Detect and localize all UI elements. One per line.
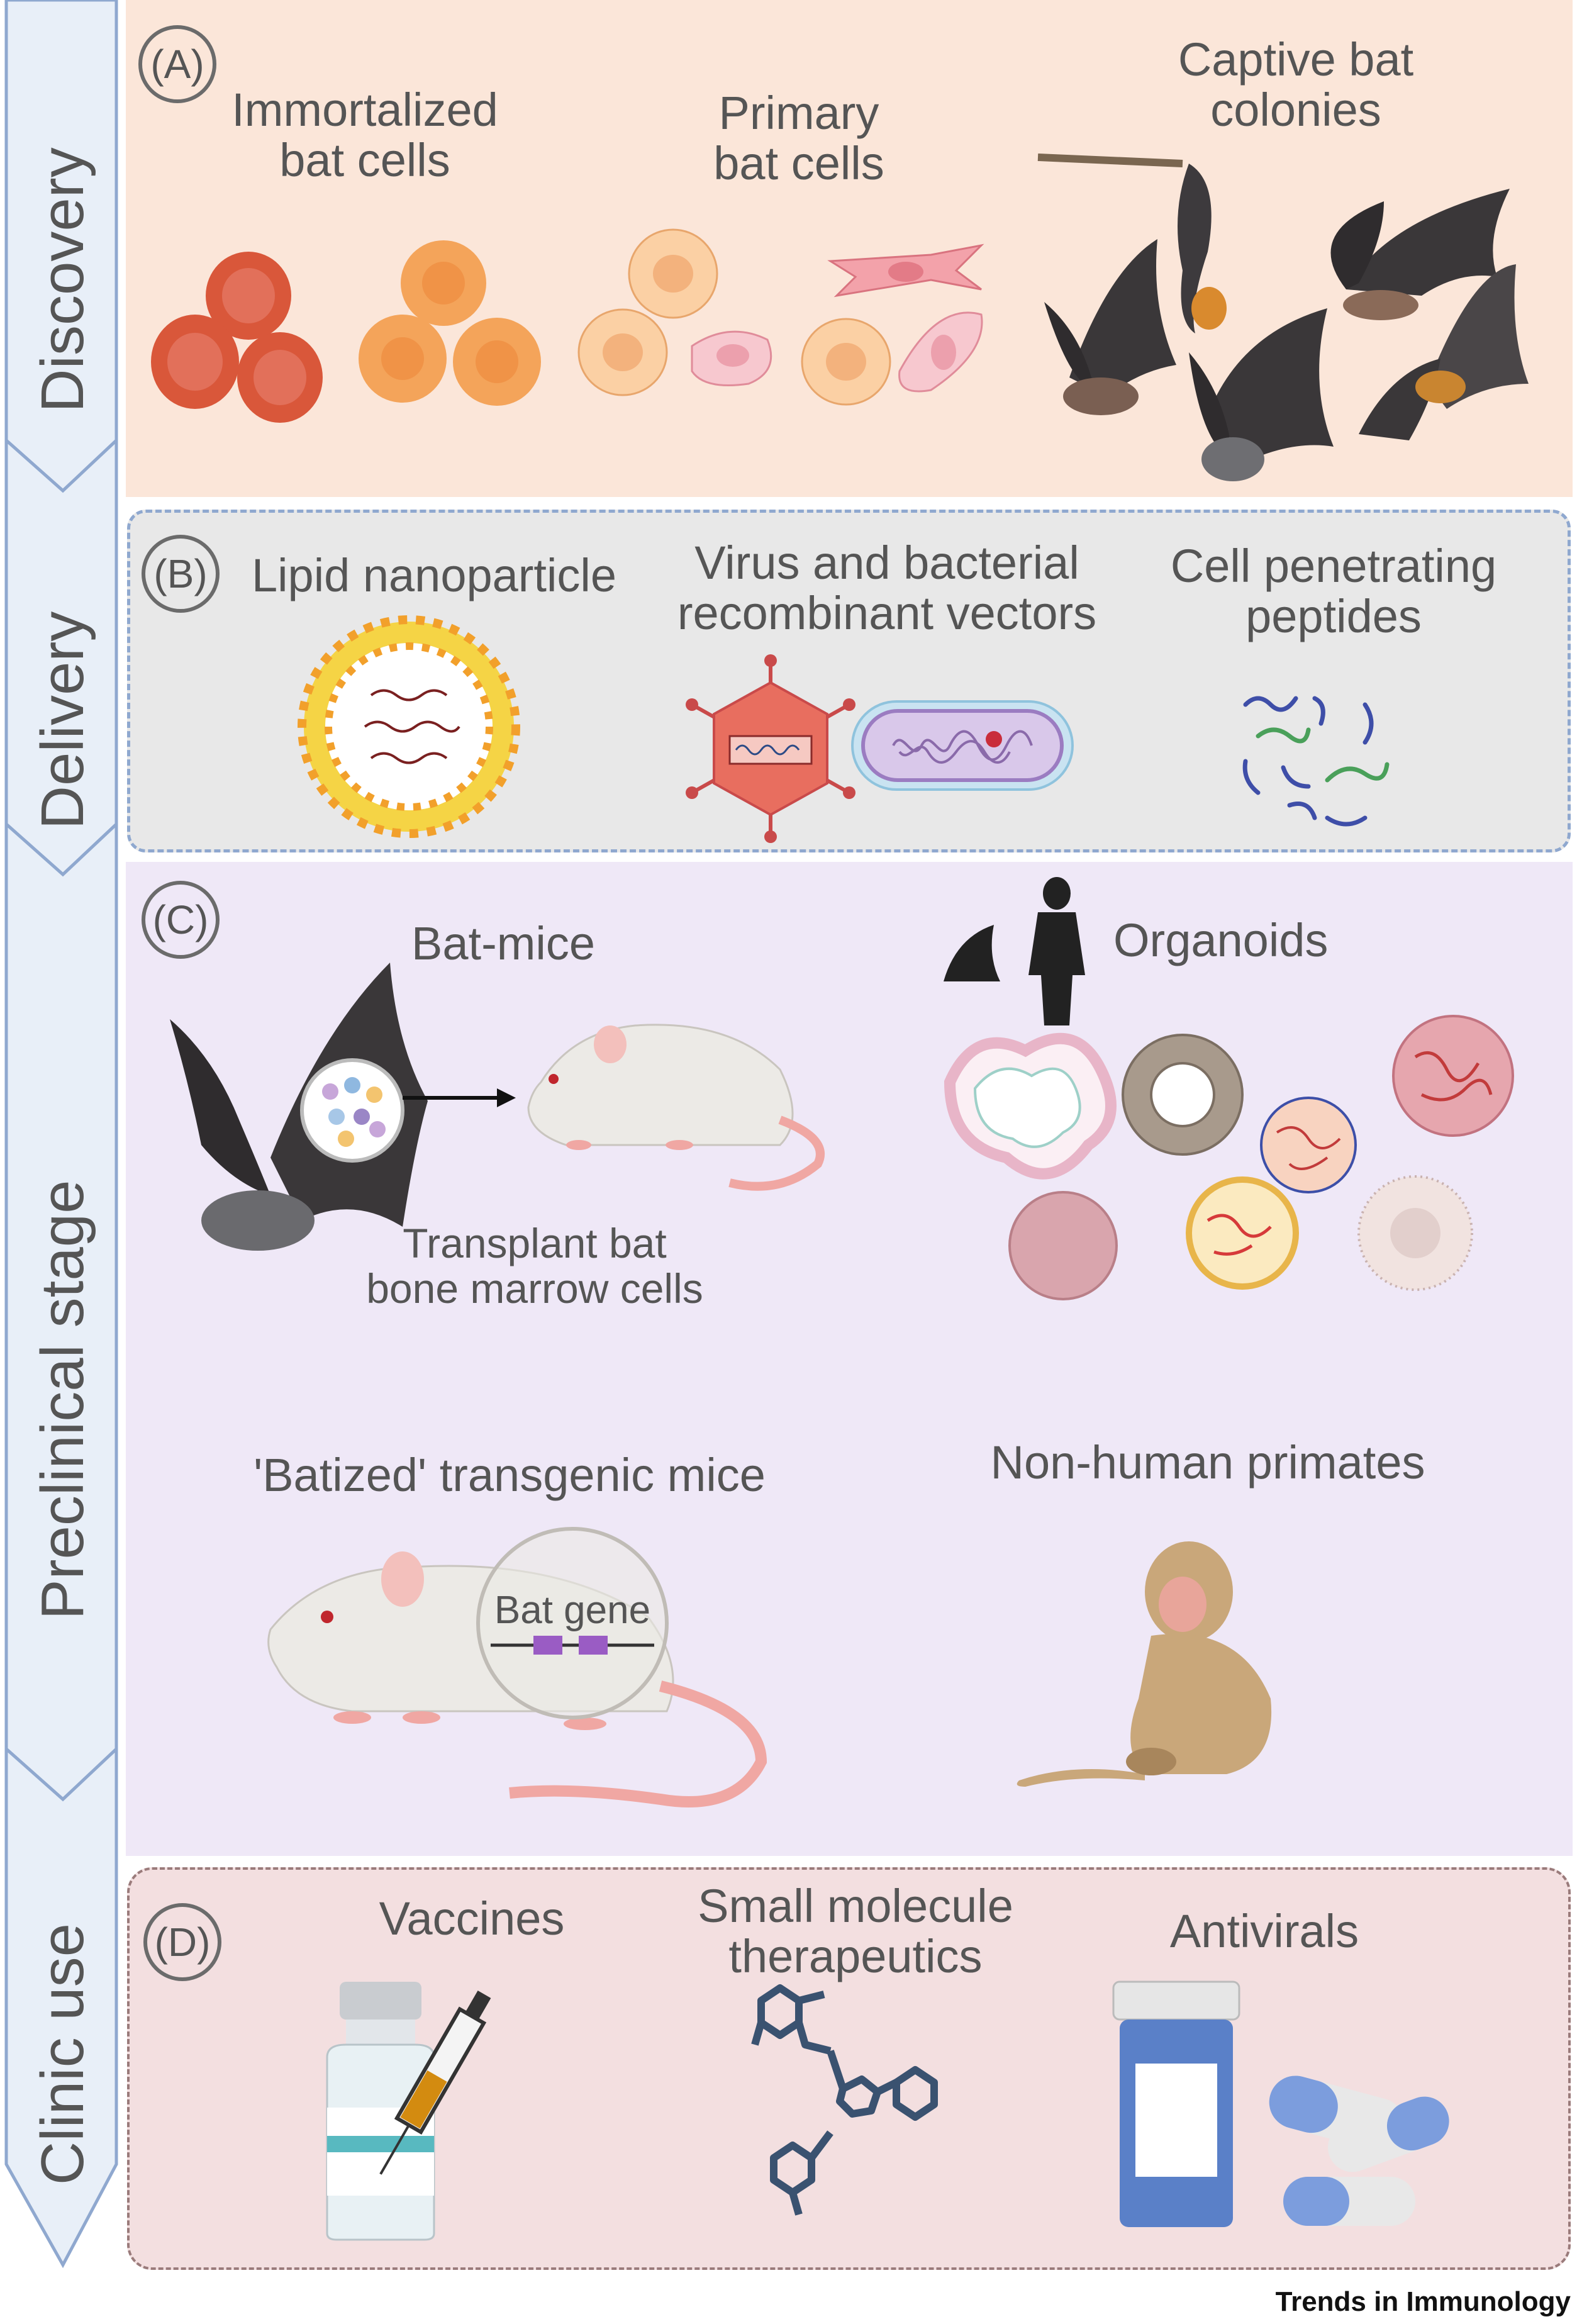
organoids-illustration: [944, 877, 1514, 1300]
transgenic-mouse-illustration: [267, 1527, 767, 1807]
stage-arrow-bar: [4, 0, 118, 2269]
bat-mice-illustration: [170, 963, 825, 1251]
immortalized-cells-illustration: [151, 240, 541, 423]
label-text: Virus and bacterial recombinant vectors: [677, 537, 1097, 639]
journal-logo: Trends in Immunology: [1275, 2286, 1571, 2317]
label-text: Immortalized bat cells: [231, 84, 498, 186]
primary-cells-illustration: [577, 228, 984, 406]
stage-label-preclinical: Preclinical stage: [29, 1180, 96, 1620]
panel-d-badge: (D): [143, 1903, 221, 1981]
label-organoids: Organoids: [1113, 914, 1329, 966]
label-antivirals: Antivirals: [1169, 1905, 1359, 1957]
panel-c-badge: (C): [142, 881, 220, 959]
macaque-illustration: [1017, 1541, 1272, 1787]
label-captive-bat-colonies: Captive bat colonies: [1107, 35, 1485, 135]
stage-label-clinic-use: Clinic use: [29, 1923, 96, 2186]
label-bat-mice: Bat-mice: [411, 917, 595, 969]
bacterial-vector-icon: [851, 700, 1074, 791]
label-transplant-bone-marrow: Transplant bat bone marrow cells: [333, 1221, 736, 1311]
label-text: Cell penetrating peptides: [1170, 540, 1497, 642]
label-virus-bacterial-vectors: Virus and bacterial recombinant vectors: [642, 538, 1132, 639]
panel-a-badge: (A): [138, 25, 216, 103]
small-molecule-icon: [751, 1984, 938, 2216]
label-non-human-primates: Non-human primates: [990, 1436, 1425, 1489]
antiviral-pills-icon: [1112, 1980, 1449, 2227]
label-text: Captive bat colonies: [1178, 33, 1414, 136]
peptides-icon: [1242, 696, 1390, 827]
captive-bat-colonies-illustration: [1037, 154, 1529, 481]
label-small-molecule-therapeutics: Small molecule therapeutics: [654, 1881, 1057, 1982]
bat-gene-label: Bat gene: [494, 1589, 651, 1632]
label-primary-bat-cells: Primary bat cells: [629, 88, 969, 189]
label-text: Primary bat cells: [713, 87, 884, 189]
vaccine-vial-icon: [326, 1982, 491, 2241]
viral-vector-icon: [686, 654, 855, 843]
stage-label-delivery: Delivery: [29, 611, 96, 830]
label-cell-penetrating-peptides: Cell penetrating peptides: [1151, 541, 1516, 642]
label-immortalized-bat-cells: Immortalized bat cells: [189, 85, 541, 186]
panel-b-badge: (B): [142, 535, 220, 613]
lipid-nanoparticle-icon: [298, 615, 520, 838]
label-text: Small molecule therapeutics: [698, 1880, 1013, 1982]
stage-label-discovery: Discovery: [29, 147, 96, 413]
label-vaccines: Vaccines: [379, 1892, 565, 1945]
label-batized-transgenic-mice: 'Batized' transgenic mice: [254, 1449, 766, 1501]
label-lipid-nanoparticle: Lipid nanoparticle: [251, 549, 617, 601]
label-text: Transplant bat bone marrow cells: [366, 1220, 703, 1312]
